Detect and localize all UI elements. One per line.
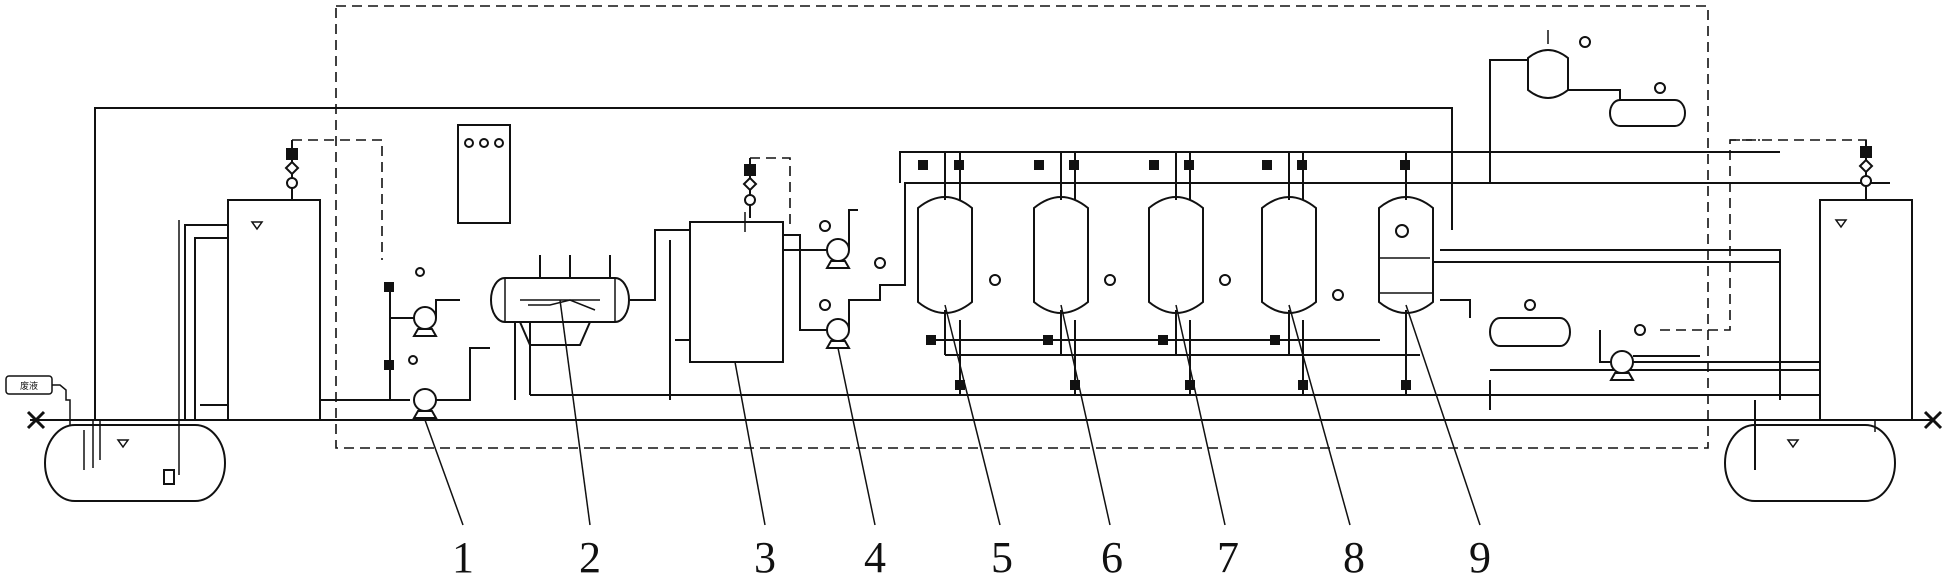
tank-3 [669,212,784,400]
right-pump [1599,139,1820,381]
pump-1 [320,267,490,419]
column-5 [917,196,973,314]
bottom-manifolds [530,274,1780,396]
right-storage-tank [1724,400,1896,502]
label-8: 8 [1343,533,1365,582]
column-7 [1148,196,1204,314]
label-3: 3 [754,533,776,582]
system-boundary [335,5,1709,449]
label-1: 1 [452,533,474,582]
left-piping [94,107,1453,420]
control-panel [457,124,511,224]
feed-tag-text: 废液 [20,380,38,391]
top-right-vessels [1489,30,1686,183]
label-6: 6 [1101,533,1123,582]
feed-tag: 废液 [5,375,71,440]
label-4: 4 [864,533,886,582]
column-header-piping [899,151,1780,200]
right-middle-vessel [1433,249,1820,410]
column-8 [1261,196,1317,314]
label-leader-lines [424,299,1481,526]
equipment-labels: 1 2 3 4 5 6 7 8 9 [452,533,1491,582]
column-6 [1033,196,1089,314]
label-2: 2 [579,533,601,582]
right-tall-tank [1700,139,1913,421]
left-storage-tank [44,220,226,502]
label-7: 7 [1217,533,1239,582]
pump-4 [783,182,1890,349]
column-9 [1378,196,1434,314]
label-5: 5 [991,533,1013,582]
left-tall-tank [227,199,321,421]
tank-3-control-loop [742,157,791,225]
left-control-loop [284,139,383,260]
heat-exchanger-2 [490,229,690,400]
label-9: 9 [1469,533,1491,582]
column-vessels [917,196,1434,314]
